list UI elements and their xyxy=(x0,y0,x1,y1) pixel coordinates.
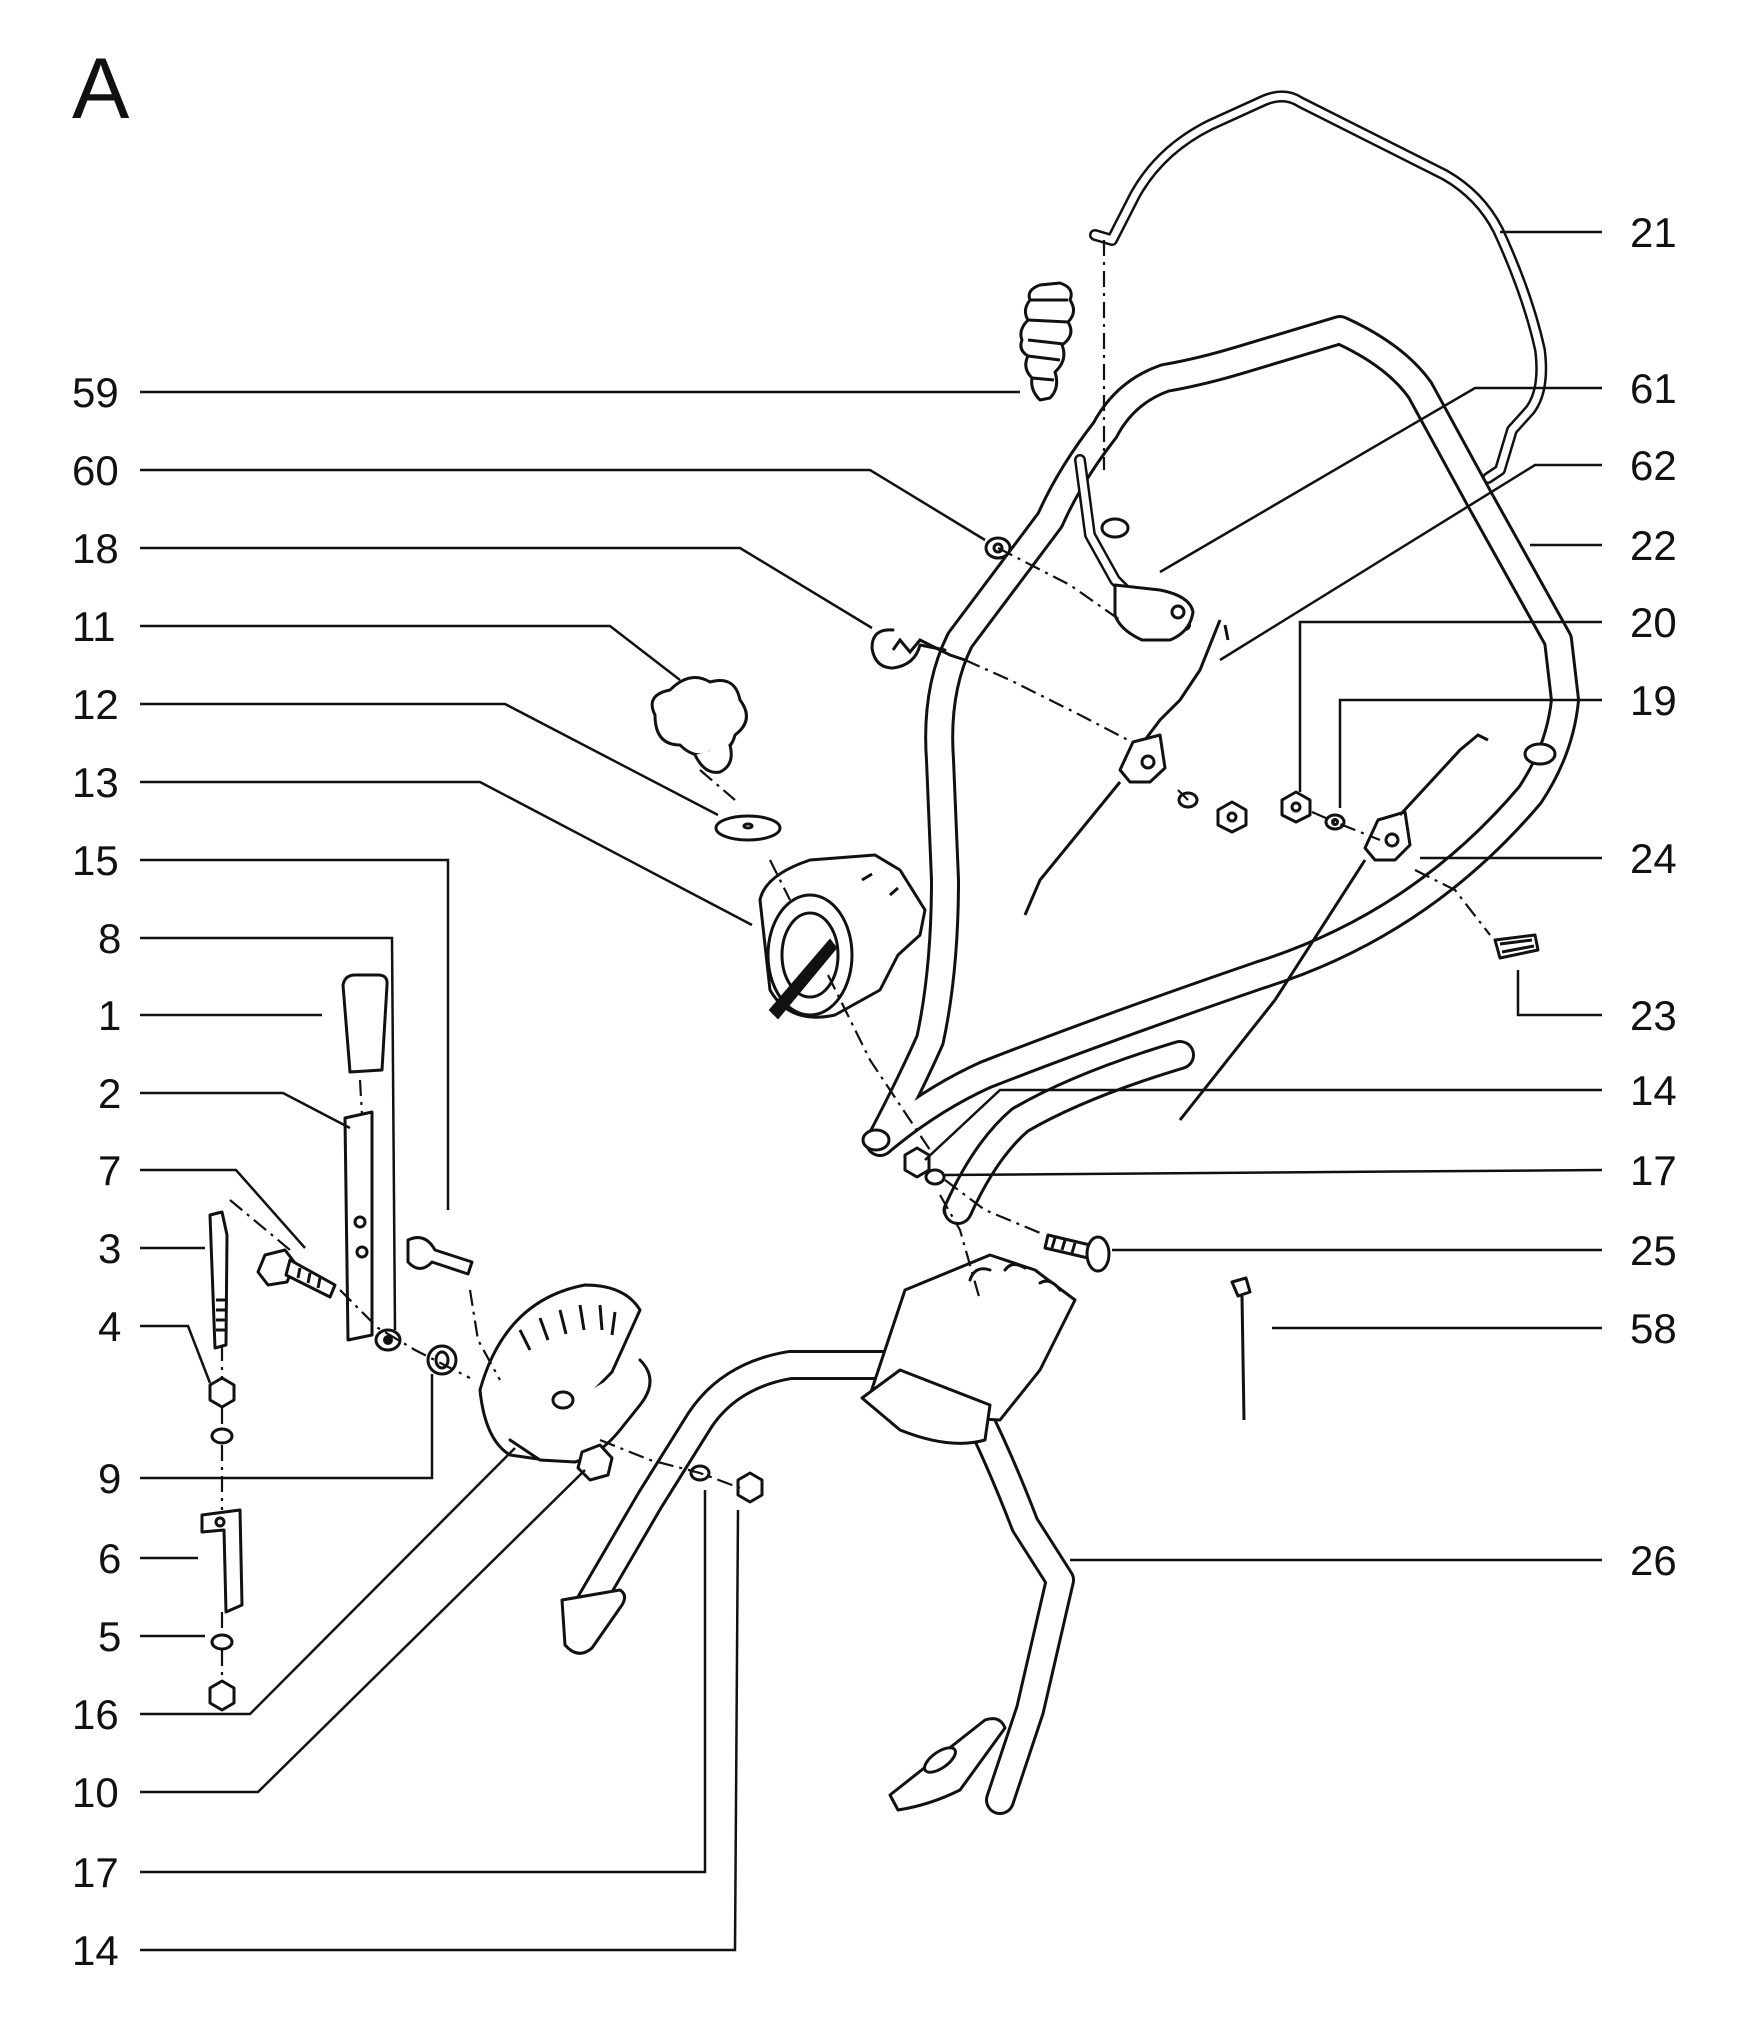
part-11-knob xyxy=(650,676,748,774)
part-8-washer xyxy=(374,1328,402,1352)
callout-23: 23 xyxy=(1630,992,1677,1039)
part-1-cap xyxy=(341,973,389,1074)
callout-26: 26 xyxy=(1630,1537,1677,1584)
part-6-bracket xyxy=(200,1508,244,1614)
part-21-control-bail xyxy=(1089,90,1548,484)
part-13-pivot-bracket xyxy=(758,853,927,1020)
part-19-washer xyxy=(1324,813,1346,831)
part-20-nut xyxy=(1280,790,1312,824)
callout-20: 20 xyxy=(1630,599,1677,646)
part-9-spacer xyxy=(426,1344,458,1376)
part-14-nut-upper xyxy=(903,1146,931,1179)
callout-4: 4 xyxy=(98,1303,121,1350)
part-14-nut-lower xyxy=(736,1471,764,1504)
part-7-bolt xyxy=(256,1248,337,1299)
callout-3: 3 xyxy=(98,1225,121,1272)
callout-25: 25 xyxy=(1630,1227,1677,1274)
callout-2: 2 xyxy=(98,1070,121,1117)
part-17-washer-upper xyxy=(924,1168,946,1186)
part-10-nut xyxy=(576,1443,614,1482)
callout-6: 6 xyxy=(98,1535,121,1582)
callout-8: 8 xyxy=(98,915,121,962)
part-3-rod xyxy=(208,1210,229,1350)
part-5-washer xyxy=(208,1633,236,1712)
callout-18: 18 xyxy=(72,525,119,572)
part-25-carriage-bolt xyxy=(1043,1233,1111,1273)
callout-10: 10 xyxy=(72,1769,119,1816)
part-22-upper-handle xyxy=(861,315,1580,1223)
callouts-right: 21 61 62 22 20 19 24 23 14 17 25 58 26 xyxy=(1630,209,1677,1584)
part-15-bolt xyxy=(406,1236,474,1276)
callout-7: 7 xyxy=(98,1147,121,1194)
leader-lines-right xyxy=(924,230,1603,1562)
callout-61: 61 xyxy=(1630,365,1677,412)
callout-16: 16 xyxy=(72,1691,119,1738)
callout-9: 9 xyxy=(98,1455,121,1502)
section-label: A xyxy=(72,41,130,137)
callout-17-right: 17 xyxy=(1630,1147,1677,1194)
callout-1: 1 xyxy=(98,992,121,1039)
part-24-cable-clamp-lower xyxy=(1178,733,1489,1121)
part-22-handle-lower-arm xyxy=(943,1040,1195,1225)
callout-14-right: 14 xyxy=(1630,1067,1677,1114)
callout-59: 59 xyxy=(72,369,119,416)
part-12-washer xyxy=(714,814,782,842)
part-16-gear-sector xyxy=(478,1283,652,1464)
leader-lines-left xyxy=(140,390,1020,1952)
part-20-nut-center xyxy=(1177,791,1248,834)
callout-19: 19 xyxy=(1630,677,1677,724)
part-58-cable-tie xyxy=(1230,1276,1252,1421)
callout-12: 12 xyxy=(72,681,119,728)
callout-11: 11 xyxy=(72,603,116,650)
part-24-cable-clamp-upper xyxy=(1023,733,1167,916)
part-2-lever-bar xyxy=(343,1110,374,1342)
part-59-grip xyxy=(1019,281,1075,402)
part-62-cable xyxy=(1128,619,1230,761)
part-61-control-lever xyxy=(1074,454,1195,642)
callout-62: 62 xyxy=(1630,442,1677,489)
callout-5: 5 xyxy=(98,1613,121,1660)
callout-13: 13 xyxy=(72,759,119,806)
callout-21: 21 xyxy=(1630,209,1677,256)
callout-15: 15 xyxy=(72,837,119,884)
callout-24: 24 xyxy=(1630,835,1677,882)
part-23-bolt xyxy=(1493,933,1540,960)
assembly-axes xyxy=(220,240,1491,1680)
quadrant-plate xyxy=(860,1253,1077,1445)
callout-22: 22 xyxy=(1630,522,1677,569)
callouts-left: 59 60 18 11 12 13 15 8 1 2 7 3 4 9 6 5 1… xyxy=(72,369,121,1974)
callout-60: 60 xyxy=(72,447,119,494)
callout-14-left: 14 xyxy=(72,1927,119,1974)
callout-17-left: 17 xyxy=(72,1849,119,1896)
callout-58: 58 xyxy=(1630,1305,1677,1352)
part-18-hair-pin xyxy=(870,628,966,670)
